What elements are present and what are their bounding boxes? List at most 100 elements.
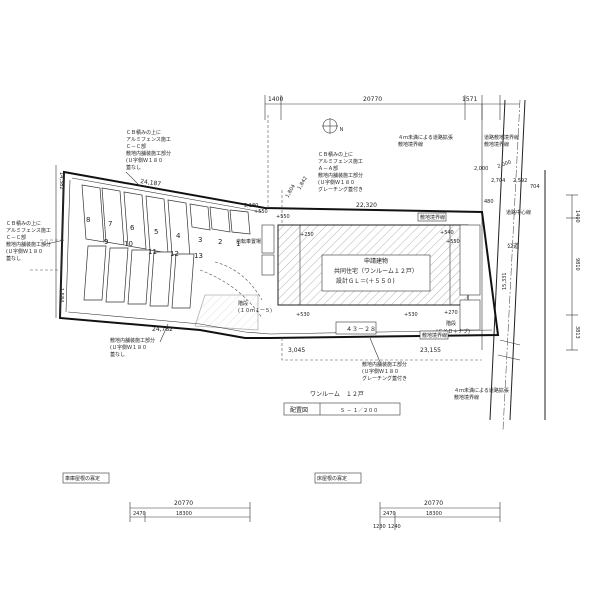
dim-bottom-right: 23,155 <box>420 347 441 354</box>
dim-b: 18300 <box>176 511 192 517</box>
callout-line: 敷地内舗装施工部分 <box>318 172 363 179</box>
level-marks: +550 +550 +530 +530 +270 +250 +540 +550 <box>254 209 460 318</box>
callout-line: (Ｕ字側Ｗ１８０ <box>126 157 163 164</box>
parking-stall <box>229 209 251 235</box>
dim-total: 20770 <box>424 500 443 507</box>
callout-line: (Ｕ字側Ｗ１８０ <box>318 179 355 186</box>
parking-stall <box>189 203 211 231</box>
callout-line: 道路敷地境界線 <box>484 134 519 141</box>
stall-number: 6 <box>130 224 135 232</box>
stall-number: 11 <box>148 248 157 256</box>
dim-total: 20770 <box>174 500 193 507</box>
level-mark: +550 <box>254 209 268 215</box>
dim-road-5: 704 <box>530 184 540 190</box>
building-label-box <box>321 254 431 292</box>
stall-number: 10 <box>124 240 133 248</box>
boundary-label: 敷地境界線 <box>422 332 447 339</box>
callout-ne: ４ｍ未満による道路拡張 敷地境界線 道路敷地境界線 敷地境界線 <box>398 134 519 148</box>
stall-number: 3 <box>198 236 202 244</box>
parking-lower: 9 10 11 12 13 <box>83 238 203 309</box>
area-label: ４３－２８ <box>346 326 376 333</box>
apartment-building: 申請建物 共同住宅（ワンルーム１２戸） 設計ＧＬ＝(＋５５０) ４３－２８ 階段… <box>277 224 481 335</box>
north-label: Ｎ <box>339 127 344 133</box>
callout-line: 敷地内舗装施工部分 <box>362 361 407 368</box>
dim-b: 18300 <box>426 511 442 517</box>
dim-diag-2: 1,804 <box>285 184 297 199</box>
callout-line: 敷地境界線 <box>398 141 423 148</box>
callout-line: ＣＢ積みの上に <box>126 129 161 136</box>
stall-number: 8 <box>86 216 90 224</box>
dim-a: 2470 <box>133 511 146 517</box>
callout-line: ＣＢ積みの上に <box>318 151 353 158</box>
callout-line: 蓋なし <box>110 351 125 358</box>
dim-road-2: 2,000 <box>474 166 488 172</box>
dim-left-top: 14,382 <box>58 172 64 190</box>
callout-line: アルミフェンス施工 <box>126 136 171 143</box>
dim-a: 2470 <box>383 511 396 517</box>
callout-line: 敷地内舗装施工部分 <box>126 150 171 157</box>
callout-south: 敷地内舗装施工部分 (Ｕ字側Ｗ１８０ グレーチング蓋付き <box>362 337 407 382</box>
callout-center: ＣＢ積みの上に アルミフェンス施工 Ａ－Ａ部 敷地内舗装施工部分 (Ｕ字側Ｗ１８… <box>318 151 363 193</box>
stall-number: 5 <box>154 228 158 236</box>
right-dimension-line: 1400 9810 3813 <box>566 194 580 351</box>
parking-stall <box>209 206 231 233</box>
parking-stall <box>101 187 125 246</box>
east-entrance <box>459 299 481 331</box>
dim-bottom: 3,045 <box>288 347 305 354</box>
dim-right-2: 9810 <box>574 258 580 271</box>
parking-stall <box>145 195 169 254</box>
stall-number: 1 <box>236 240 240 248</box>
gate-label: 階段 <box>446 320 456 327</box>
dim-road-6: 15,331 <box>502 273 508 291</box>
parking-upper: 8 7 6 5 4 3 2 1 <box>81 184 251 258</box>
section-title: 車庫屋根の寡定 <box>65 475 100 482</box>
callout-line: グレーチング蓋付き <box>362 375 407 382</box>
dim-d: 1240 <box>388 524 401 530</box>
dim-c: 1230 <box>373 524 386 530</box>
dim-480: 480 <box>484 199 494 205</box>
dim-north-edge: 24,187 <box>140 178 162 188</box>
parking-stall <box>123 191 147 250</box>
callout-line: 敷地境界線 <box>484 141 509 148</box>
callout-line: (Ｕ字側Ｗ１８０ <box>110 344 147 351</box>
callout-line: グレーチング蓋付き <box>318 186 363 193</box>
road-label: 公道 <box>507 242 519 250</box>
level-mark: +550 <box>276 214 290 220</box>
stall-number: 13 <box>194 252 203 260</box>
callout-line: ４ｍ未満による道路拡張 <box>398 134 453 141</box>
callout-line: (Ｕ字側Ｗ１８０ <box>6 248 43 255</box>
entrance-label: 階段 <box>238 300 248 307</box>
entrance-sub-label: (１０ｍ１ー５) <box>238 308 272 314</box>
level-mark: +270 <box>444 310 458 316</box>
boundary-label: 敷地境界線 <box>420 214 445 221</box>
dim-road-3: 2,592 <box>513 178 527 184</box>
east-stair <box>459 224 481 296</box>
callout-line: 敷地内舗装施工部分 <box>110 337 155 344</box>
summary-text: ワンルーム １２戸 <box>310 391 364 398</box>
level-mark: +550 <box>446 239 460 245</box>
gate-sub-label: (ＣＸＤ＋ナブ) <box>436 328 470 335</box>
level-mark: +530 <box>404 312 418 318</box>
callout-line: 蓋なし <box>126 164 141 171</box>
dim-top-main: 20770 <box>363 96 382 103</box>
callout-sw: 敷地内舗装施工部分 (Ｕ字側Ｗ１８０ 蓋なし <box>110 323 169 358</box>
dim-diag-1: 1,842 <box>297 176 309 191</box>
callout-line: (Ｕ字側Ｗ１８０ <box>362 368 399 375</box>
dim-top-left: 1400 <box>268 96 283 103</box>
parking-stall <box>127 249 151 305</box>
bottom-left-section: 車庫屋根の寡定 20770 2470 18300 <box>62 472 251 522</box>
parking-stall <box>83 245 107 301</box>
parking-stall <box>149 251 173 307</box>
callout-line: アルミフェンス施工 <box>318 158 363 165</box>
title-box <box>283 402 401 416</box>
boundary-labels: 敷地境界線 敷地境界線 道路中心線 <box>417 209 531 340</box>
bicycle-rack <box>261 224 275 254</box>
driveway: 自転車置場 階段 (１０ｍ１ー５) <box>194 224 275 331</box>
callout-line: 敷地内舗装施工部分 <box>6 241 51 248</box>
callout-line: ＣＢ積みの上に <box>6 220 41 227</box>
callout-line: Ｃ－Ｃ部 <box>6 234 26 241</box>
parking-stall <box>105 247 129 303</box>
public-road: 公道 2,000 2,000 2,592 2,704 704 15,331 48… <box>474 99 546 431</box>
level-mark: +540 <box>440 230 454 236</box>
